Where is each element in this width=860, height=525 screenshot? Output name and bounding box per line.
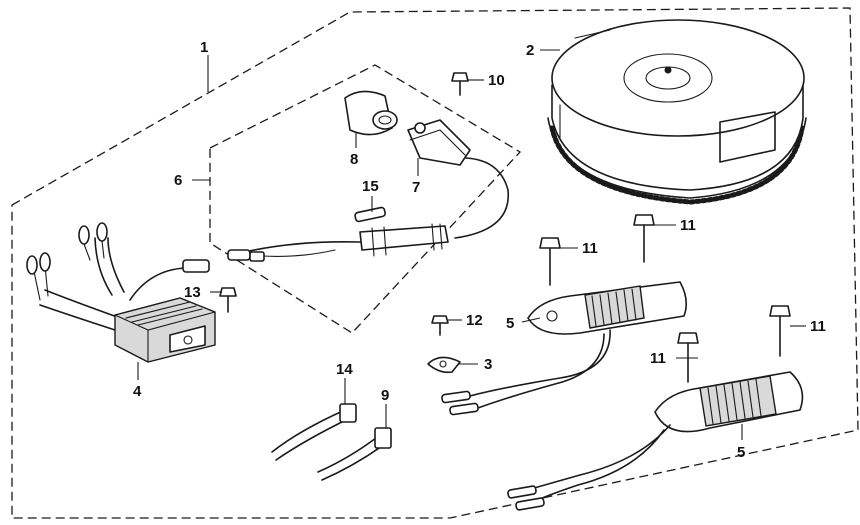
bolt-11-a (539, 237, 561, 286)
leader-lines (137, 49, 806, 440)
callout-6: 6 (174, 172, 182, 189)
bolt-11-d (769, 305, 791, 357)
callout-11a: 11 (582, 240, 598, 257)
fuse-holder-harness (227, 223, 449, 262)
callout-15: 15 (362, 178, 379, 195)
callout-11c: 11 (650, 350, 666, 367)
callout-3: 3 (484, 356, 492, 373)
callout-9: 9 (381, 387, 389, 404)
cable-tie-9 (317, 427, 392, 481)
bolt-13 (219, 287, 237, 313)
callout-13: 13 (184, 284, 201, 301)
callout-12: 12 (466, 312, 483, 329)
callout-1: 1 (200, 39, 208, 56)
callout-8: 8 (350, 151, 358, 168)
callout-14: 14 (336, 361, 353, 378)
callout-11d: 11 (810, 318, 826, 335)
callout-4: 4 (133, 383, 142, 400)
bolt-11-c (677, 332, 699, 383)
flywheel (547, 19, 807, 205)
bolt-12 (431, 315, 449, 336)
fuse-15 (354, 206, 386, 223)
callout-5b: 5 (737, 444, 745, 461)
clip-3 (427, 356, 461, 374)
ignition-coil-7 (407, 119, 509, 239)
plug-cap-8 (344, 90, 398, 136)
charge-coil-lower (507, 371, 804, 511)
charge-coil-upper (441, 281, 688, 416)
bolt-10 (451, 72, 469, 96)
callout-11b: 11 (680, 217, 696, 234)
regulator-unit (26, 222, 216, 363)
callout-labels: 1 2 3 4 5 5 6 7 8 9 10 11 11 11 11 12 13… (133, 39, 826, 461)
callout-10: 10 (488, 72, 505, 89)
callout-5a: 5 (506, 315, 514, 332)
callout-2: 2 (526, 42, 534, 59)
cable-tie-14 (271, 403, 357, 461)
callout-7: 7 (412, 179, 420, 196)
bolt-11-b (633, 214, 655, 263)
